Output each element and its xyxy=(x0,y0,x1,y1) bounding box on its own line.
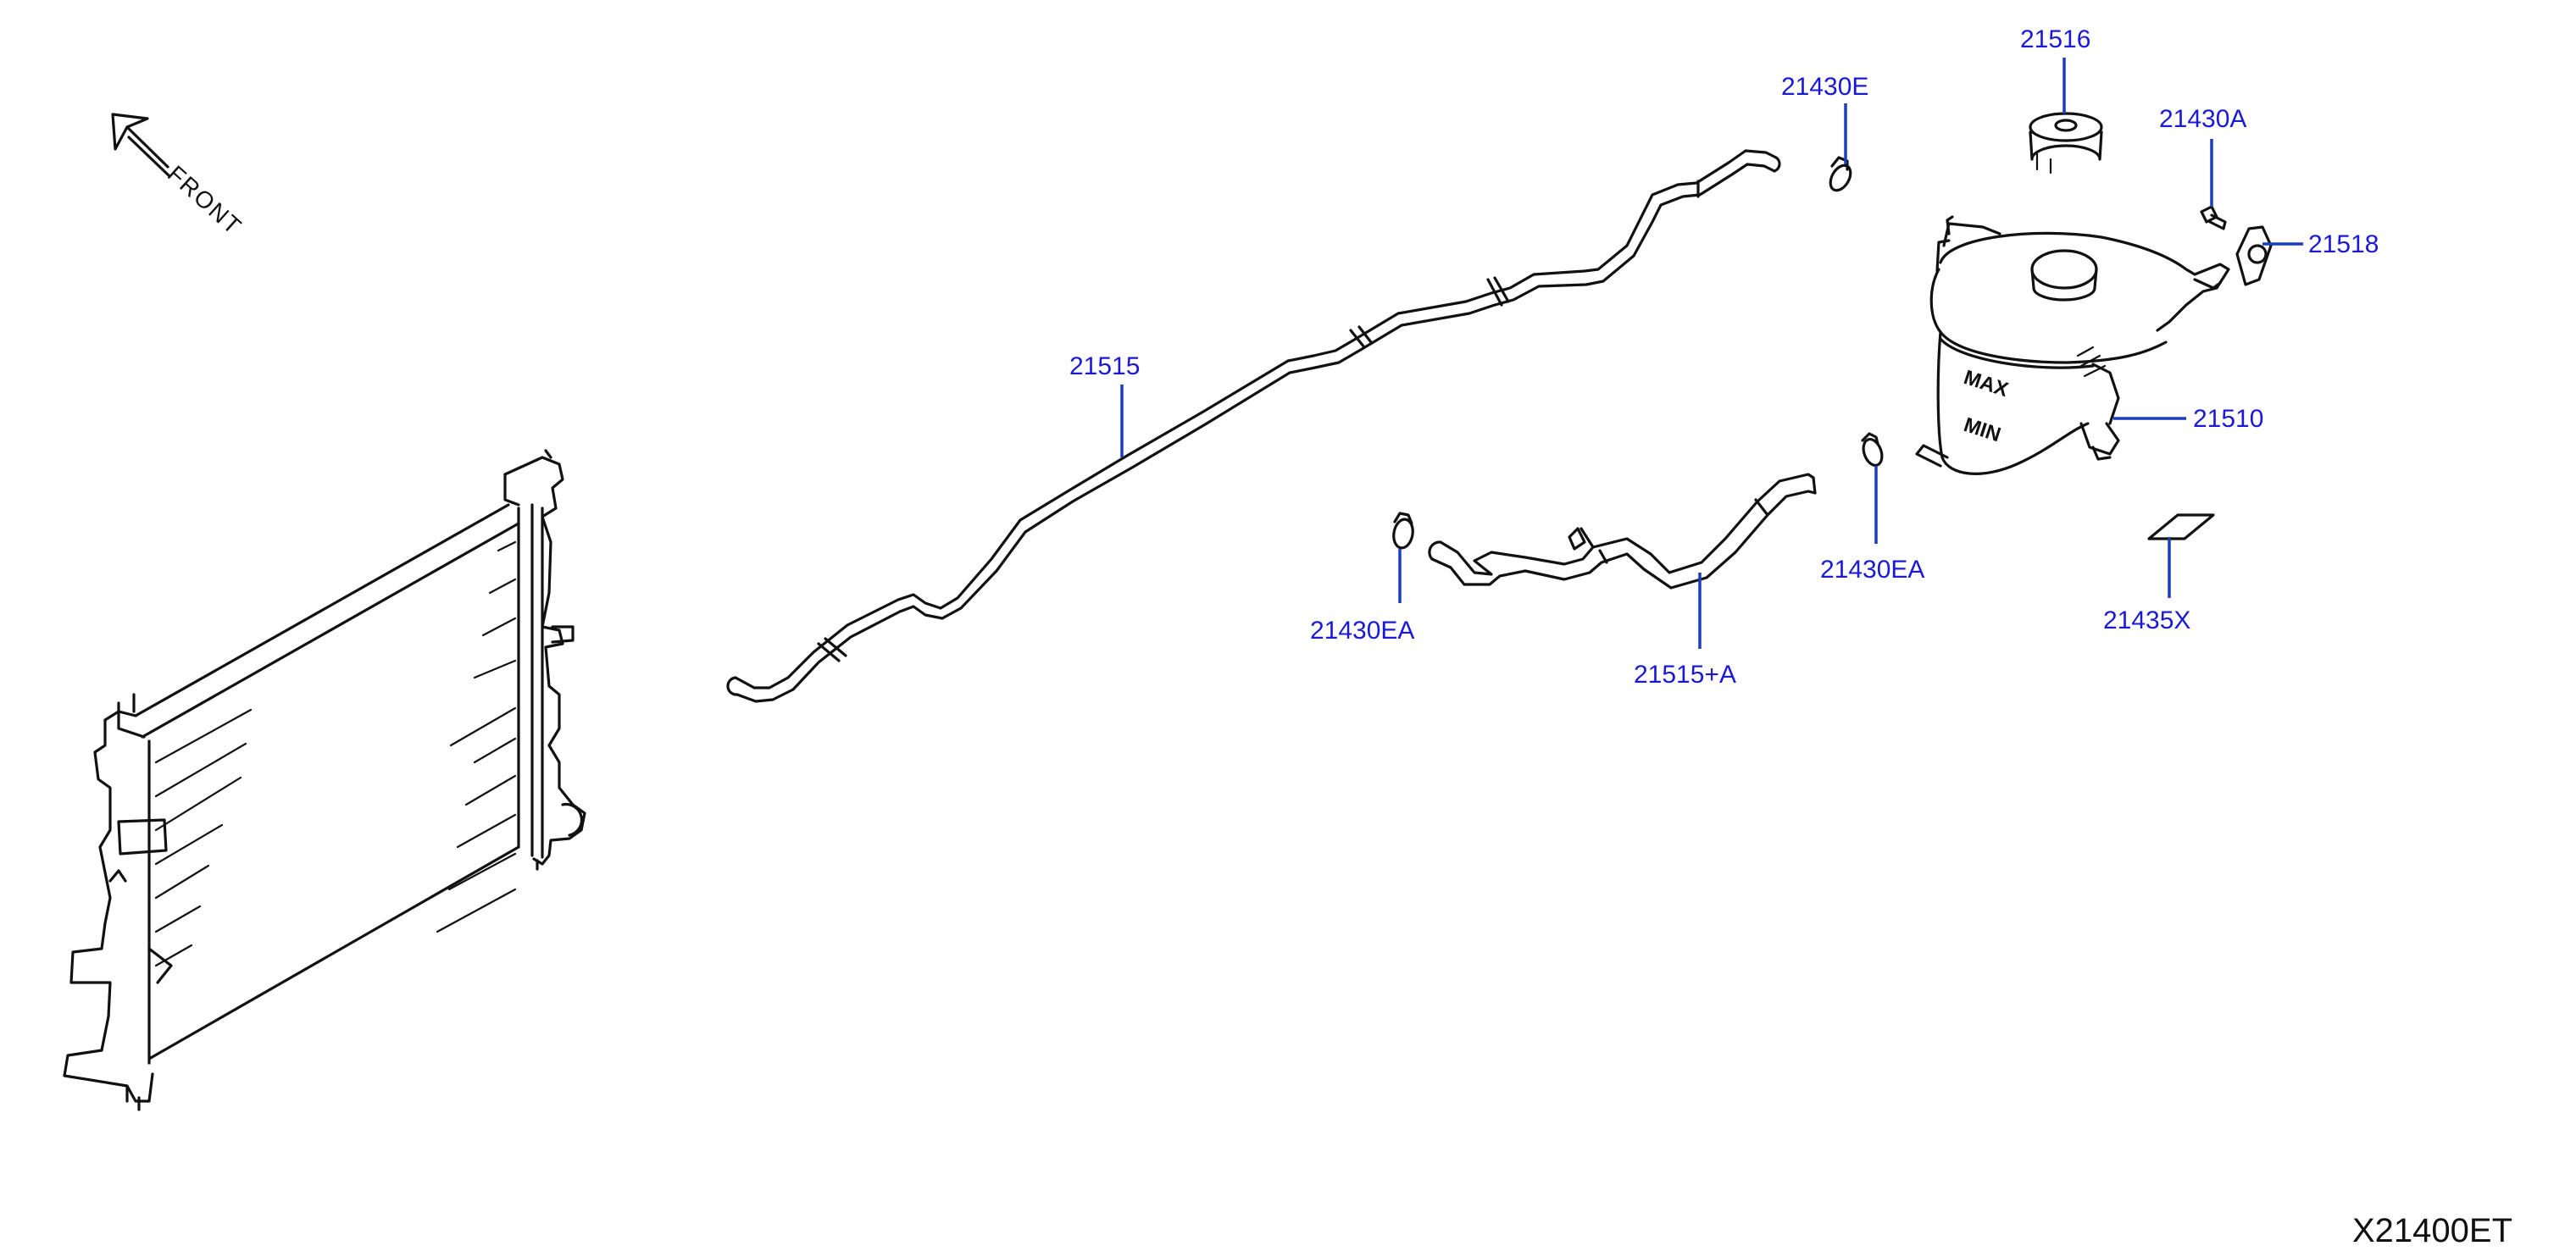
radiator xyxy=(63,449,586,1111)
clamp-21430ea-right-icon xyxy=(1861,432,1884,468)
part-label-21515[interactable]: 21515 xyxy=(1069,352,1140,380)
label-plate-21435x-icon xyxy=(2147,513,2215,540)
front-arrow-icon: FRONT xyxy=(111,113,247,241)
bolt-21430a-icon xyxy=(2200,205,2227,230)
tank-min-marking: MIN xyxy=(1961,413,2003,446)
part-label-21430ea-left[interactable]: 21430EA xyxy=(1310,617,1414,645)
reservoir-tank-21510: MAX MIN xyxy=(1915,215,2230,475)
hose-21515 xyxy=(726,149,1781,703)
part-label-21516[interactable]: 21516 xyxy=(2020,25,2090,53)
part-label-21430ea-right[interactable]: 21430EA xyxy=(1820,556,1924,584)
clamp-21430e-icon xyxy=(1829,156,1852,192)
clamp-21430ea-left-icon xyxy=(1392,512,1414,550)
part-label-21510[interactable]: 21510 xyxy=(2193,405,2263,433)
tank-max-marking: MAX xyxy=(1961,366,2011,401)
bracket-21518-icon xyxy=(2235,225,2273,286)
front-indicator-label: FRONT xyxy=(163,160,247,240)
part-label-21430e[interactable]: 21430E xyxy=(1781,73,1868,101)
part-label-21515a[interactable]: 21515+A xyxy=(1634,661,1736,689)
part-label-21430a[interactable]: 21430A xyxy=(2159,105,2246,133)
part-label-21435x[interactable]: 21435X xyxy=(2103,606,2190,634)
cap-21516-icon xyxy=(2029,112,2103,174)
hose-21515a xyxy=(1428,473,1817,590)
part-label-21518[interactable]: 21518 xyxy=(2308,230,2379,258)
diagram-code: X21400ET xyxy=(2352,1212,2512,1249)
